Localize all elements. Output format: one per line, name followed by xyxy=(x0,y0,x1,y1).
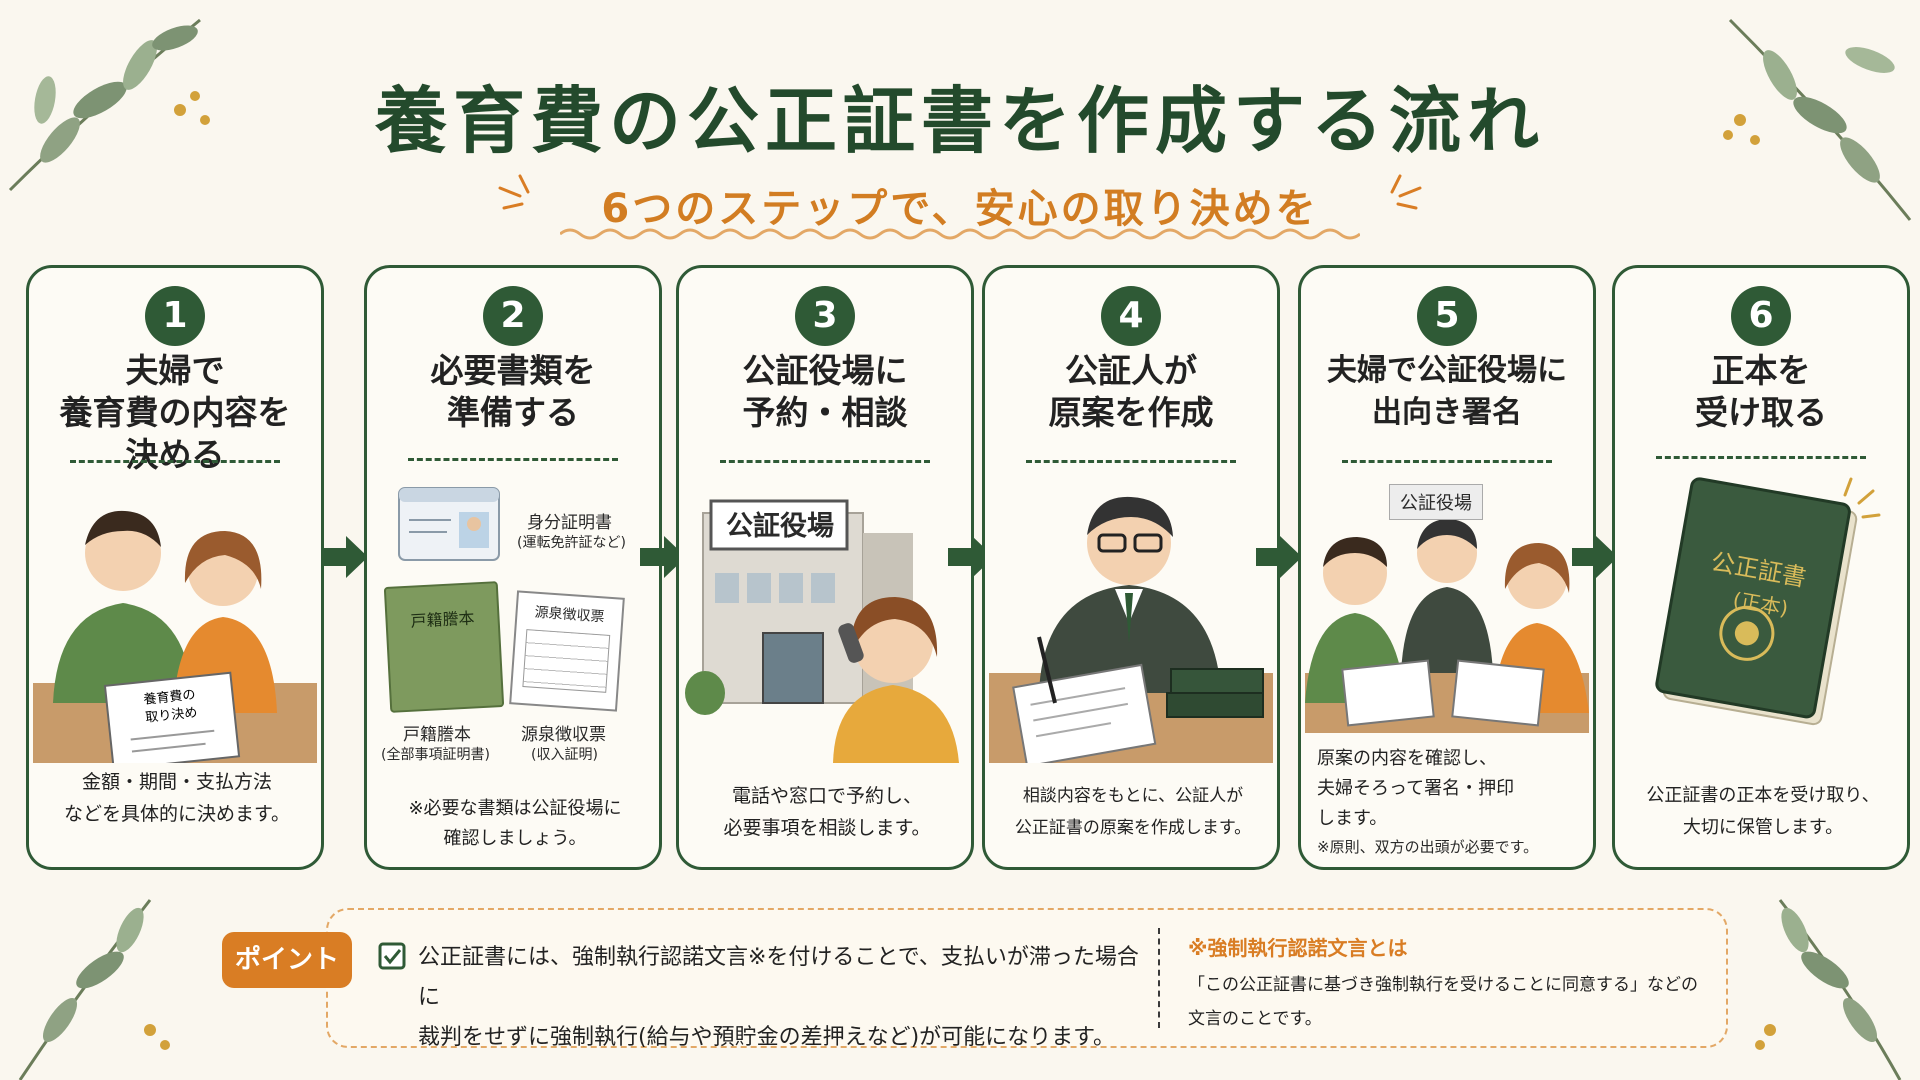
couple-discussing-illustration: 養育費の 取り決め xyxy=(33,510,317,763)
step-card-1: 1 夫婦で 養育費の内容を 決める 養育費の 取り決め 金額・期間・支払方法 な… xyxy=(26,265,324,870)
leaf-decoration-bottom-left xyxy=(18,899,170,1080)
certificate-book-illustration xyxy=(1655,477,1881,726)
point-badge: ポイント xyxy=(222,932,352,988)
step-description: 電話や窓口で予約し、 必要事項を相談します。 xyxy=(723,785,931,839)
arrow-right-icon xyxy=(322,536,368,578)
koseki-book: 戸籍謄本 xyxy=(383,581,505,713)
arrow-right-icon xyxy=(640,536,686,578)
step-card-4: 4 公証人が 原案を作成 相談内容をもとに、公証人が 公正証書の原案を作成します… xyxy=(982,265,1280,870)
step-description: ※必要な書類は公証役場に 確認しましょう。 xyxy=(408,798,622,849)
step-title: 必要書類を 準備する xyxy=(430,351,596,432)
divider xyxy=(720,460,930,463)
spark-right-icon xyxy=(1390,174,1422,210)
note-text: 「この公正証書に基づき強制執行を受けることに同意する」などの 文言のことです。 xyxy=(1188,975,1698,1029)
step-number-badge: 2 xyxy=(483,286,543,346)
divider xyxy=(1342,460,1552,463)
step-note: ※原則、双方の出頭が必要です。 xyxy=(1317,838,1539,856)
wavy-underline xyxy=(560,228,1360,240)
page-subtitle: 6つのステップで、安心の取り決めを xyxy=(601,186,1319,232)
gensen-sub-label: (収入証明) xyxy=(531,747,598,763)
couple-signing-illustration xyxy=(1305,519,1589,733)
koseki-sub-label: (全部事項証明書) xyxy=(381,747,490,763)
step-number-badge: 6 xyxy=(1731,286,1791,346)
point-text: 公正証書には、強制執行認諾文言※を付けることで、支払いが滞った場合に 裁判をせず… xyxy=(418,945,1139,1050)
leaf-decoration-top-right xyxy=(1723,18,1912,221)
notary-office-building-illustration xyxy=(685,499,959,763)
notary-drafting-illustration xyxy=(989,496,1273,763)
office-sign: 公証役場 xyxy=(726,511,834,542)
step-number-badge: 4 xyxy=(1101,286,1161,346)
arrow-right-icon xyxy=(1572,536,1618,578)
step-card-3: 3 公証役場に 予約・相談 公証役場 電話や窓口で予約し、 必要事項を相談します… xyxy=(676,265,974,870)
divider xyxy=(1026,460,1236,463)
step-number-badge: 3 xyxy=(795,286,855,346)
leaf-decoration-top-left xyxy=(8,18,210,192)
step-title: 公証人が 原案を作成 xyxy=(1048,351,1214,432)
note-title: ※強制執行認諾文言とは xyxy=(1188,936,1408,960)
divider xyxy=(1656,456,1866,459)
step-description: 原案の内容を確認し、 夫婦そろって署名・押印 します。 xyxy=(1317,748,1515,829)
id-label: 身分証明書 xyxy=(527,513,612,533)
subtitle-area: 6つのステップで、安心の取り決めを xyxy=(470,168,1450,248)
point-divider xyxy=(1158,928,1160,1028)
arrow-right-icon xyxy=(1256,536,1302,578)
step-card-2: 2 必要書類を 準備する 身分証明書 (運転免許証など) 戸籍謄本 源泉徴収票 … xyxy=(364,265,662,870)
step-description: 金額・期間・支払方法 などを具体的に決めます。 xyxy=(63,771,291,825)
step-title: 公証役場に 予約・相談 xyxy=(742,351,908,432)
koseki-label: 戸籍謄本 xyxy=(403,725,471,745)
paper-text-line1: 養育費の xyxy=(143,687,196,708)
step-number-badge: 1 xyxy=(145,286,205,346)
step-description: 公正証書の正本を受け取り、 大切に保管します。 xyxy=(1646,785,1880,838)
gensen-label: 源泉徴収票 xyxy=(521,725,606,745)
id-card-icon xyxy=(398,487,500,561)
step-title: 夫婦で公証役場に 出向き署名 xyxy=(1327,353,1567,430)
leaf-decoration-bottom-right xyxy=(1755,899,1902,1080)
paper-text-line2: 取り決め xyxy=(145,705,198,725)
step-title: 夫婦で 養育費の内容を 決める xyxy=(59,351,291,474)
divider xyxy=(70,460,280,463)
step-title: 正本を 受け取る xyxy=(1695,351,1827,432)
checkbox-checked-icon xyxy=(378,942,406,970)
point-box xyxy=(326,908,1728,1048)
divider xyxy=(408,458,618,461)
page-title: 養育費の公正証書を作成する流れ xyxy=(374,79,1545,163)
id-sub-label: (運転免許証など) xyxy=(517,535,626,551)
step-number-badge: 5 xyxy=(1417,286,1477,346)
gensen-document: 源泉徴収票 xyxy=(509,590,625,712)
step-card-6: 6 正本を 受け取る 公正証書 (正本) 公正証書の正本を受け取り、 大切に保管… xyxy=(1612,265,1910,870)
step-description: 相談内容をもとに、公証人が 公正証書の原案を作成します。 xyxy=(1014,786,1252,838)
spark-left-icon xyxy=(498,174,530,210)
step-card-5: 5 夫婦で公証役場に 出向き署名 公証役場 原案の内容を確認し、 夫婦そろって署… xyxy=(1298,265,1596,870)
office-sign: 公証役場 xyxy=(1389,484,1483,520)
